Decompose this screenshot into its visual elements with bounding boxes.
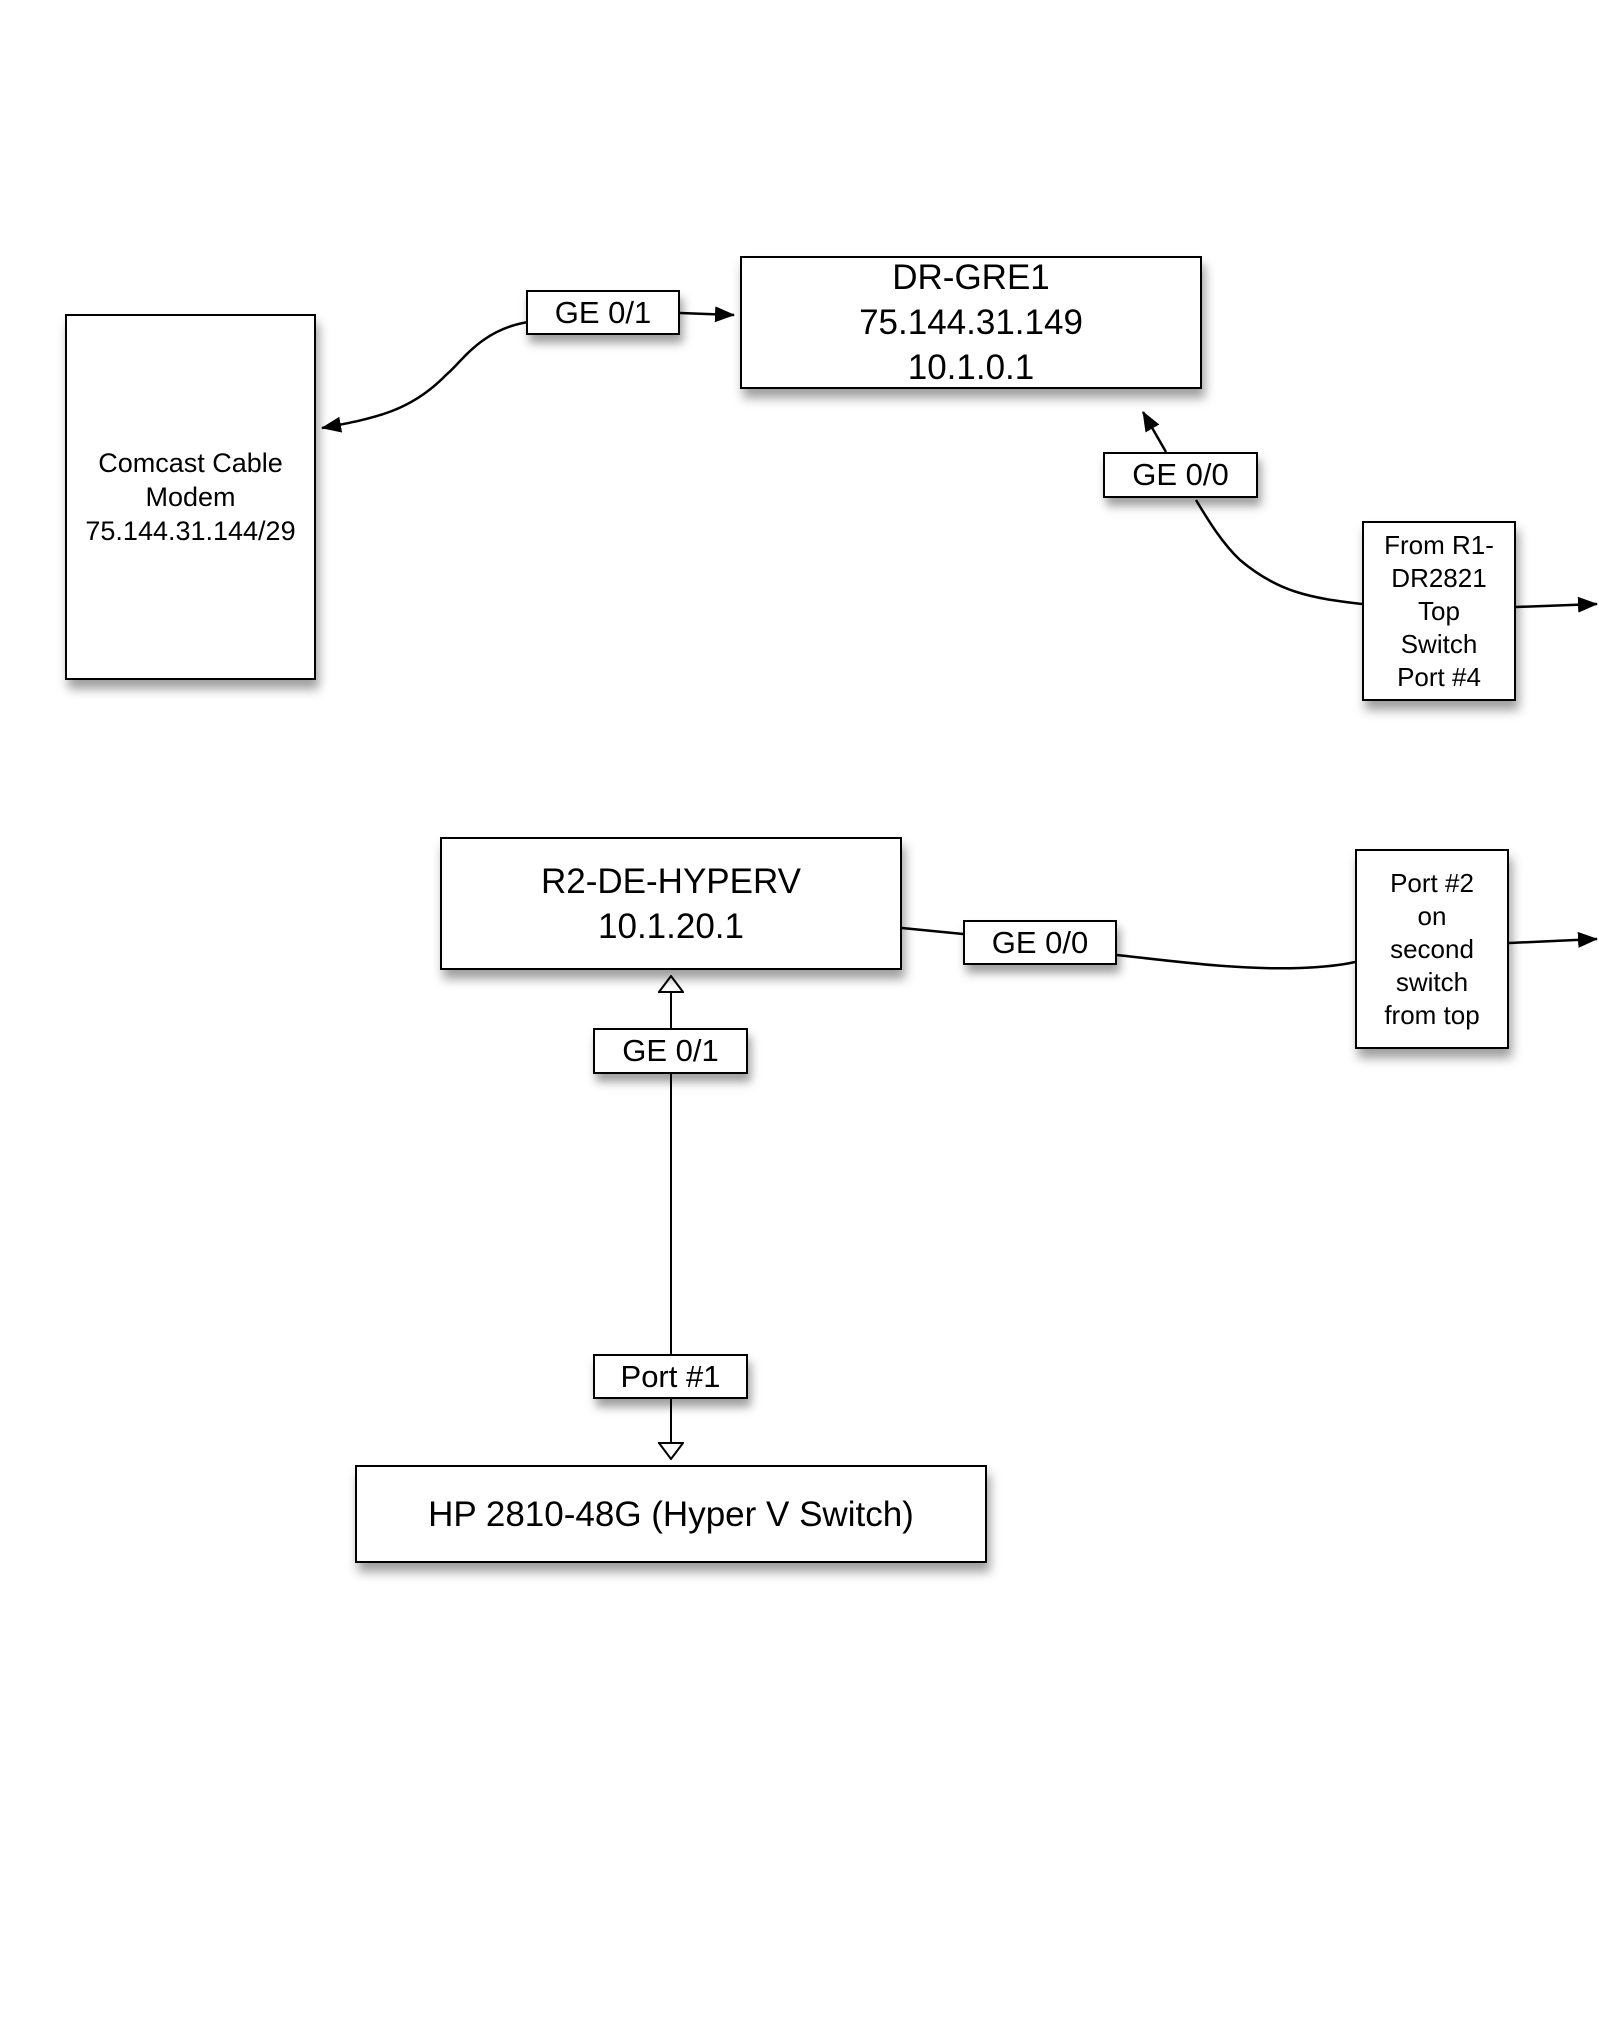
comcast-line-2: Modem bbox=[145, 482, 236, 512]
drgre1-line-2: 75.144.31.149 bbox=[859, 303, 1083, 342]
edge-label-port1-hp: Port #1 bbox=[593, 1354, 748, 1399]
port2-line-1: Port #2 bbox=[1390, 867, 1474, 898]
r2-line-1: R2-DE-HYPERV bbox=[541, 861, 801, 901]
from-r1-switch-port-node: From R1- DR2821 Top Switch Port #4 bbox=[1362, 521, 1516, 701]
edge-fromr1-label bbox=[1194, 499, 1363, 606]
comcast-cable-modem-node: Comcast Cable Modem 75.144.31.144/29 bbox=[65, 314, 316, 680]
r2-de-hyperv-router-node: R2-DE-HYPERV 10.1.20.1 bbox=[440, 837, 902, 970]
port2-line-4: switch bbox=[1395, 966, 1469, 997]
drgre1-line-3: 10.1.0.1 bbox=[907, 348, 1035, 387]
edge-r2-label bbox=[901, 926, 964, 936]
drgre1-line-1: DR-GRE1 bbox=[892, 258, 1050, 297]
edge-label-port2 bbox=[1116, 953, 1356, 970]
port2-second-switch-node: Port #2 on second switch from top bbox=[1355, 849, 1509, 1049]
edge-comcast-label bbox=[321, 320, 529, 433]
edge-port2-out bbox=[1508, 931, 1598, 948]
hp-line-1: HP 2810-48G (Hyper V Switch) bbox=[428, 1494, 914, 1534]
comcast-line-1: Comcast Cable bbox=[98, 448, 283, 478]
edge-label-drgre1 bbox=[679, 306, 735, 323]
dr-gre1-router-node: DR-GRE1 75.144.31.149 10.1.0.1 bbox=[740, 256, 1202, 389]
port2-line-5: from top bbox=[1384, 999, 1480, 1030]
comcast-line-3: 75.144.31.144/29 bbox=[85, 516, 296, 546]
edge-fromr1-out bbox=[1515, 596, 1598, 613]
edge-label-ge01-drgre1: GE 0/1 bbox=[526, 290, 680, 335]
fromr1-line-4: Switch bbox=[1400, 628, 1478, 659]
edge-label-ge00-r2: GE 0/0 bbox=[963, 920, 1117, 965]
port2-line-3: second bbox=[1390, 933, 1474, 964]
port2-line-2: on bbox=[1417, 900, 1447, 931]
edge-label-ge00-drgre1: GE 0/0 bbox=[1103, 452, 1258, 498]
fromr1-line-5: Port #4 bbox=[1397, 661, 1481, 692]
fromr1-line-3: Top bbox=[1418, 595, 1460, 626]
fromr1-line-2: DR2821 bbox=[1391, 562, 1487, 593]
hp-2810-switch-node: HP 2810-48G (Hyper V Switch) bbox=[355, 1465, 987, 1563]
r2-line-2: 10.1.20.1 bbox=[598, 906, 744, 946]
fromr1-line-1: From R1- bbox=[1384, 529, 1494, 560]
edge-label-drgre1-bottom bbox=[1141, 411, 1168, 453]
edge-label-ge01-r2: GE 0/1 bbox=[593, 1028, 748, 1074]
